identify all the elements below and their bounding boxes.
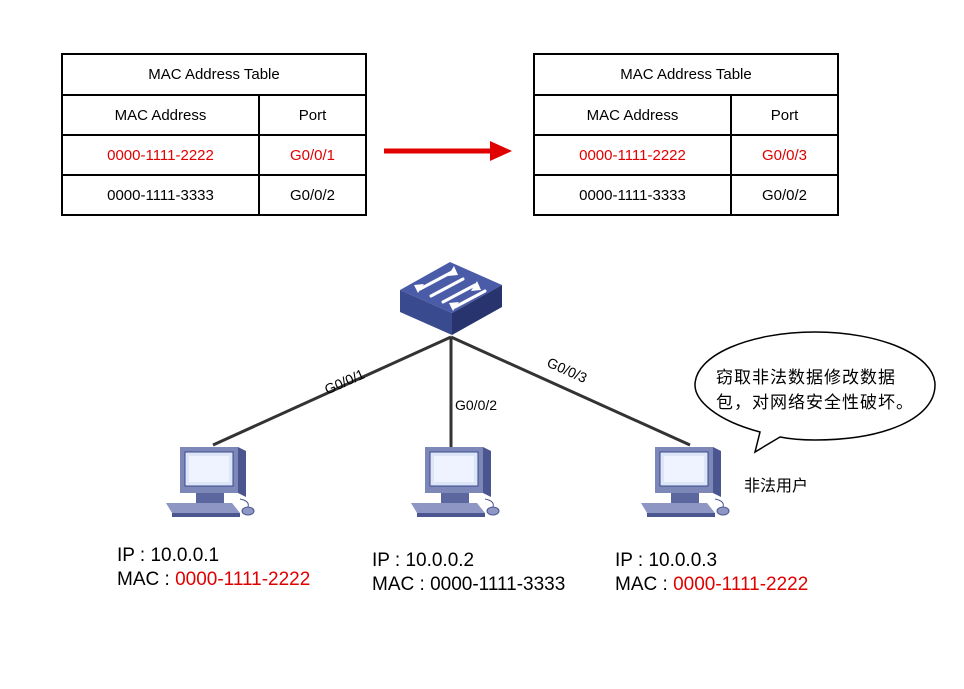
host-ip: IP : 10.0.0.3: [615, 550, 718, 571]
link-g1: [212, 335, 452, 447]
switch-icon: [400, 262, 502, 335]
host-3-info: IP : 10.0.0.3 MAC : 0000-1111-2222: [615, 549, 808, 597]
port-cell: G0/0/2: [730, 174, 839, 216]
pc-3-icon: [640, 446, 730, 518]
mac-prefix: MAC :: [372, 574, 431, 595]
table-row: 0000-1111-2222 G0/0/3: [533, 134, 839, 176]
mac-cell: 0000-1111-2222: [61, 134, 260, 176]
host-ip: IP : 10.0.0.1: [117, 545, 220, 566]
mac-prefix: MAC :: [117, 569, 176, 590]
mac-value: 0000-1111-3333: [430, 574, 566, 595]
header-port: Port: [258, 94, 367, 136]
port-cell: G0/0/2: [258, 174, 367, 216]
host-mac-line: MAC : 0000-1111-2222: [615, 573, 808, 597]
table-title: MAC Address Table: [533, 53, 839, 96]
host-mac-line: MAC : 0000-1111-3333: [372, 573, 565, 597]
port-cell: G0/0/1: [258, 134, 367, 176]
mac-table-before: MAC Address Table MAC Address Port 0000-…: [61, 53, 367, 216]
illegal-user-label: 非法用户: [744, 476, 809, 495]
pc-1-icon: [165, 446, 255, 518]
mac-value: 0000-1111-2222: [175, 569, 311, 590]
table-row: 0000-1111-3333 G0/0/2: [533, 174, 839, 216]
port-label-g1: G0/0/1: [322, 366, 367, 398]
mac-cell: 0000-1111-2222: [533, 134, 732, 176]
pc-2-icon: [410, 446, 500, 518]
mac-cell: 0000-1111-3333: [61, 174, 260, 216]
port-cell: G0/0/3: [730, 134, 839, 176]
header-mac: MAC Address: [533, 94, 732, 136]
link-g3: [450, 335, 691, 447]
mac-value: 0000-1111-2222: [673, 574, 809, 595]
mac-table-after: MAC Address Table MAC Address Port 0000-…: [533, 53, 839, 216]
table-row: 0000-1111-2222 G0/0/1: [61, 134, 367, 176]
table-row: 0000-1111-3333 G0/0/2: [61, 174, 367, 216]
callout-text: 窃取非法数据修改数据 包，对网络安全性破坏。: [716, 366, 926, 416]
mac-cell: 0000-1111-3333: [533, 174, 732, 216]
header-port: Port: [730, 94, 839, 136]
host-2-info: IP : 10.0.0.2 MAC : 0000-1111-3333: [372, 549, 565, 597]
host-1-info: IP : 10.0.0.1 MAC : 0000-1111-2222: [117, 544, 310, 592]
port-label-g2: G0/0/2: [455, 397, 497, 413]
callout-line-2: 包，对网络安全性破坏。: [716, 393, 914, 413]
host-mac-line: MAC : 0000-1111-2222: [117, 568, 310, 592]
change-arrow: [384, 141, 512, 161]
table-title: MAC Address Table: [61, 53, 367, 96]
mac-prefix: MAC :: [615, 574, 674, 595]
speech-bubble: [694, 331, 936, 454]
host-ip: IP : 10.0.0.2: [372, 550, 475, 571]
header-mac: MAC Address: [61, 94, 260, 136]
callout-line-1: 窃取非法数据修改数据: [716, 368, 896, 388]
